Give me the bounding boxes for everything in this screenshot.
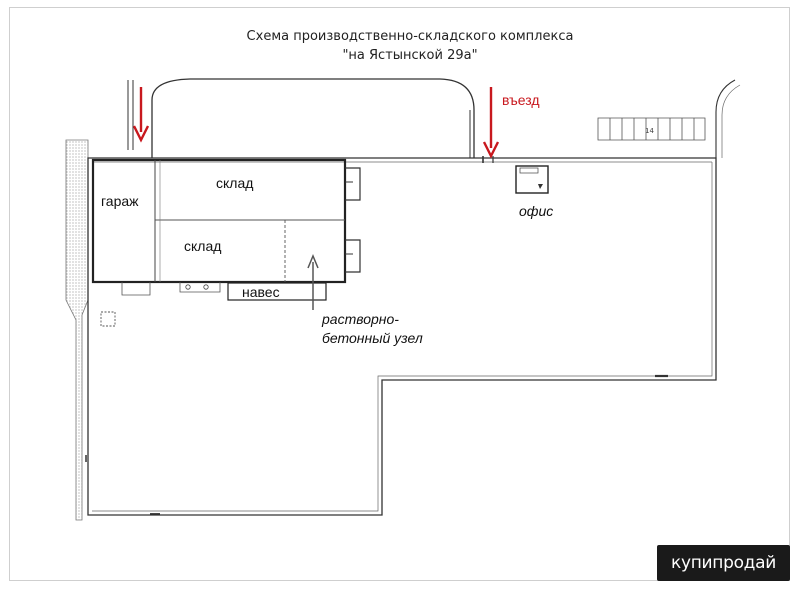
label-concrete-line-1: растворно- (322, 311, 399, 327)
label-warehouse-top: склад (216, 175, 254, 191)
rounded-structure (151, 78, 475, 158)
office-building (515, 165, 549, 194)
stairs (597, 117, 706, 141)
watermark-logo: купипродай (657, 545, 790, 581)
svg-text:14: 14 (645, 127, 654, 135)
concrete-plant-arrow (307, 254, 319, 310)
page-frame (9, 7, 790, 581)
label-garage: гараж (101, 193, 139, 209)
label-entry: въезд (502, 92, 540, 108)
left-entry-arrow (132, 87, 150, 143)
label-warehouse-bottom: склад (184, 238, 222, 254)
label-canopy: навес (242, 284, 280, 300)
canopy-box (227, 282, 327, 301)
hatched-strip (65, 139, 89, 521)
title-line-1: Схема производственно-складского комплек… (246, 29, 574, 44)
building (91, 158, 347, 284)
title-line-2: "на Ястынской 29а" (342, 48, 478, 63)
label-office: офис (519, 203, 554, 219)
label-concrete-line-2: бетонный узел (322, 330, 423, 346)
entry-arrow (482, 87, 500, 159)
